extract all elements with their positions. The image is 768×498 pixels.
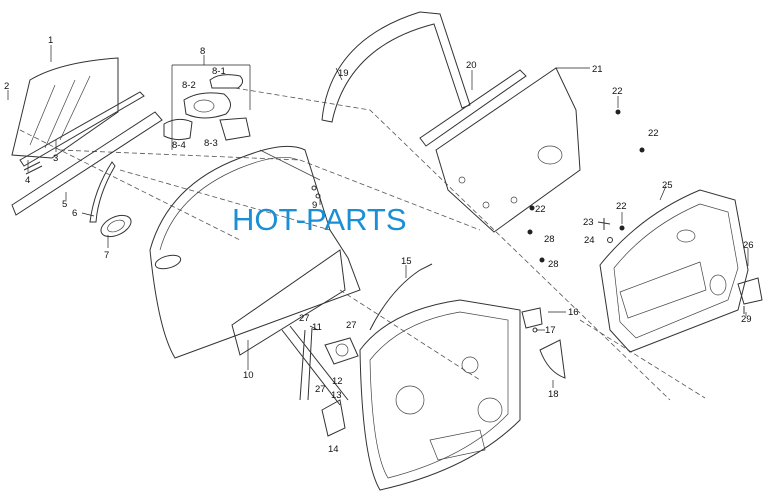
- part-inner-handle-bracket: [521, 307, 543, 333]
- part-frame-seal: [321, 11, 471, 123]
- part-weather-strip: [11, 111, 163, 216]
- part-belt-strip: [19, 91, 145, 167]
- part-screws: [311, 185, 321, 199]
- part-door-glass: [11, 57, 119, 159]
- label-22a: 22: [612, 86, 623, 97]
- guide-lines: [19, 87, 706, 401]
- label-2: 2: [4, 81, 9, 92]
- label-18: 18: [548, 389, 559, 400]
- part-window-regulator: [281, 325, 359, 406]
- label-22b: 22: [648, 128, 659, 139]
- label-9: 9: [312, 200, 317, 211]
- label-5: 5: [62, 199, 67, 210]
- label-27c: 27: [315, 384, 326, 395]
- label-6: 6: [72, 208, 77, 219]
- label-28a: 28: [544, 234, 555, 245]
- label-8-2: 8-2: [182, 80, 196, 91]
- label-21: 21: [592, 64, 603, 75]
- label-14: 14: [328, 444, 339, 455]
- label-28b: 28: [548, 259, 559, 270]
- label-25: 25: [662, 180, 673, 191]
- part-door-lock: [321, 399, 346, 437]
- part-trim-clips: [527, 109, 645, 263]
- label-13: 13: [331, 390, 342, 401]
- label-16: 16: [568, 307, 579, 318]
- part-inner-panel: [435, 67, 581, 233]
- label-11: 11: [312, 322, 322, 333]
- part-inner-belt-strip: [419, 69, 527, 147]
- part-fasteners: [597, 218, 613, 243]
- label-10: 10: [243, 370, 254, 381]
- part-inner-handle: [737, 277, 763, 305]
- label-8-1: 8-1: [212, 66, 226, 77]
- part-cable: [369, 263, 433, 331]
- label-22d: 22: [616, 201, 627, 212]
- part-guide-channel: [89, 161, 116, 223]
- label-4: 4: [25, 175, 30, 186]
- label-7: 7: [104, 250, 109, 261]
- part-inner-door-frame: [359, 299, 521, 491]
- label-29: 29: [741, 314, 752, 325]
- label-1: 1: [48, 35, 53, 46]
- label-17: 17: [545, 325, 556, 336]
- label-12: 12: [332, 376, 343, 387]
- part-trim-cap: [539, 339, 566, 379]
- label-8-3: 8-3: [204, 138, 218, 149]
- label-26: 26: [743, 240, 754, 251]
- part-labels: 1 2 3 4 5 6 7 8 8-1 8-2 8-3 8-4 9 10 11 …: [4, 35, 754, 455]
- part-outer-door-panel: [149, 145, 361, 359]
- part-sound-pad: [231, 249, 346, 356]
- part-mirror-assembly: [163, 64, 251, 150]
- watermark-text: HOT-PARTS: [232, 202, 407, 237]
- label-15: 15: [401, 256, 412, 267]
- label-20: 20: [466, 60, 477, 71]
- label-3: 3: [53, 153, 58, 164]
- label-8: 8: [200, 46, 205, 57]
- label-22c: 22: [535, 204, 546, 215]
- label-8-4: 8-4: [172, 140, 186, 151]
- leader-lines: [7, 45, 749, 388]
- label-27a: 27: [299, 313, 310, 324]
- label-27b: 27: [346, 320, 357, 331]
- label-19: 19: [338, 68, 349, 79]
- label-24: 24: [584, 235, 595, 246]
- part-outer-handle: [100, 214, 132, 238]
- label-23: 23: [583, 217, 594, 228]
- part-clip: [23, 161, 43, 175]
